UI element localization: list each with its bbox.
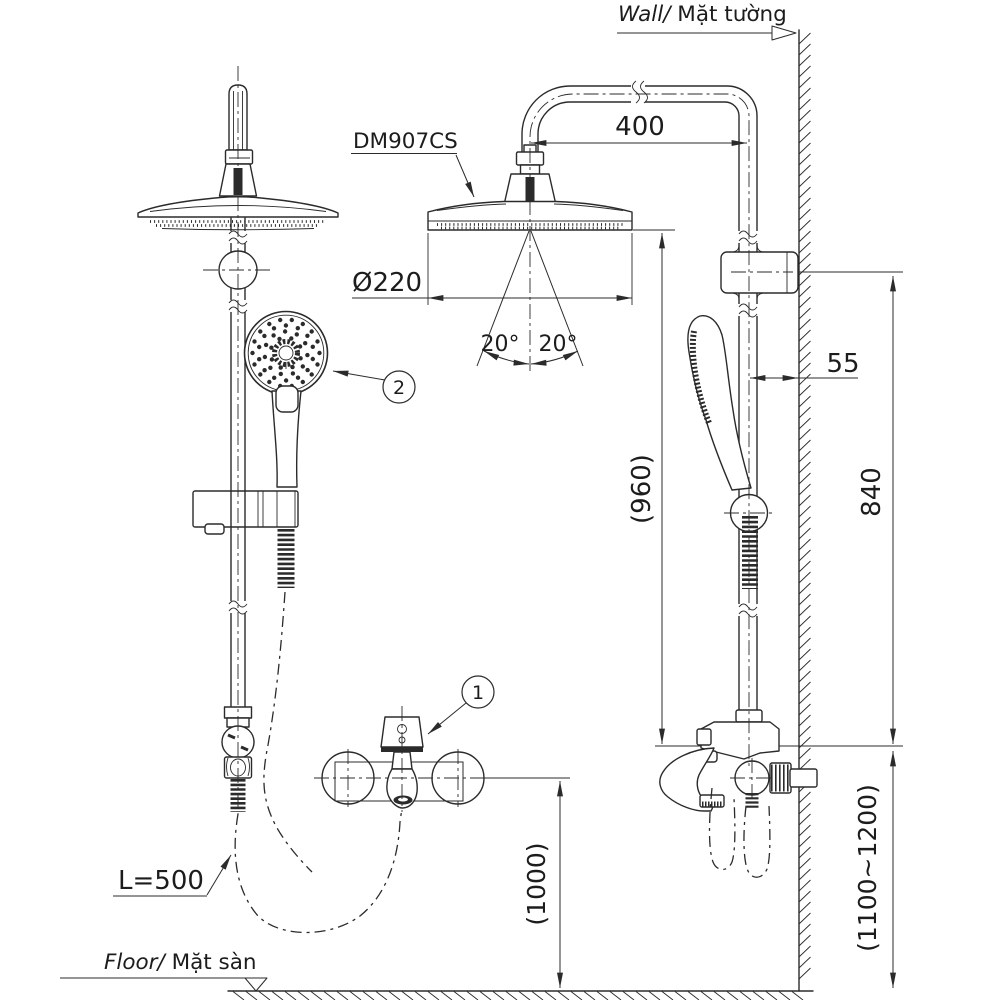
dim-text-840: 840 [857, 467, 887, 517]
wall-label-en: Wall/ [618, 2, 673, 27]
hose-from-hand-shower [263, 591, 313, 873]
wall-bracket [720, 244, 799, 300]
dim-text-55: 55 [826, 349, 859, 379]
mode-ring [272, 339, 300, 367]
model-leader [455, 154, 475, 198]
callout-1-circle [461, 675, 495, 709]
arm-outer-edge [521, 85, 758, 711]
callout-1-number: 1 [472, 682, 484, 704]
dim-text-angle-left: 20° [481, 332, 520, 357]
wall-hatch [798, 32, 811, 980]
floor-label-en: Floor/ [104, 950, 167, 975]
annotations: Wall/ Mặt tường Floor/ Mặt sàn DM907CS L… [60, 2, 887, 992]
hose-length-leader [206, 854, 232, 896]
shower-head-detail [427, 200, 633, 231]
dimension-lines [352, 140, 896, 988]
callout-2-circle [382, 370, 416, 404]
arm-inner-edge [537, 101, 740, 711]
riser-pipe-breaks [737, 230, 759, 618]
dim-text-angle-right: 20° [539, 332, 578, 357]
hose-loop-side-1 [708, 787, 736, 871]
hose-loop-side-2 [743, 805, 771, 878]
wall-label: Wall/ Mặt tường [618, 2, 787, 27]
extension-lines [427, 229, 903, 779]
floor-section [227, 990, 814, 1000]
dim-text-1000: (1000) [522, 842, 551, 925]
wall-section [798, 29, 811, 992]
wall-supply-fitting [789, 768, 818, 788]
hose-length-label: L=500 [118, 866, 204, 896]
model-label: DM907CS [353, 129, 458, 154]
hand-shower-face-edge [689, 330, 712, 425]
wall-label-vi: Mặt tường [670, 2, 786, 27]
hand-shower-hoses [234, 591, 771, 934]
dim-text-1100-1200: (1100~1200) [853, 784, 882, 952]
front-view-mixer [321, 716, 485, 809]
spray-nozzle-dots [250, 317, 322, 389]
floor-hatch [232, 991, 804, 1000]
front-view-hand-shower [243, 310, 329, 488]
holder-lock-tab [204, 523, 225, 535]
side-view-mixer [659, 709, 818, 812]
arm-pipe-break [631, 80, 648, 104]
floor-label: Floor/ Mặt sàn [104, 950, 257, 975]
side-view-riser-and-arm [521, 80, 799, 711]
hose-to-mixer [234, 807, 403, 934]
dim-text-400: 400 [615, 112, 665, 142]
callout-1-leader [427, 702, 467, 735]
mixer-body-side [700, 721, 780, 760]
floor-leader-arrow [244, 977, 268, 992]
centerlines [203, 66, 793, 814]
callout-2-leader [332, 370, 386, 381]
callout-2-number: 2 [393, 377, 405, 399]
dim-text-head-diameter: Ø220 [352, 268, 422, 298]
slide-bar-holder-front [192, 490, 299, 535]
dim-text-960: (960) [627, 454, 657, 524]
slide-bar [230, 217, 246, 708]
wall-leader-arrow [771, 25, 797, 41]
front-view-column [137, 84, 339, 812]
hand-shower-handle [271, 390, 302, 488]
floor-label-vi: Mặt sàn [165, 950, 257, 975]
